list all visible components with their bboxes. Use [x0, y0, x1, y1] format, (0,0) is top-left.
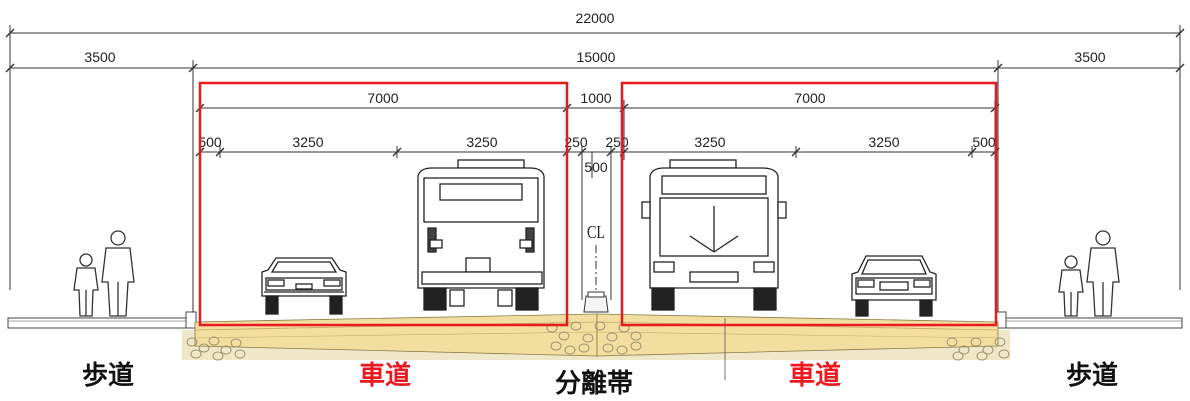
- label-median: 分離帯: [555, 368, 633, 399]
- dim-median-height: 500: [584, 159, 608, 175]
- pedestrians-right-icon: [1058, 230, 1120, 317]
- label-road-right: 車道: [789, 360, 841, 391]
- dim-carriageway: 15000: [577, 49, 616, 65]
- label-sidewalk-right: 歩道: [1066, 360, 1118, 391]
- dim-shoulder-right: 500: [972, 134, 996, 150]
- median-barrier: [583, 291, 609, 313]
- dim-median: 1000: [580, 90, 611, 106]
- pedestrians-left-icon: [73, 230, 135, 317]
- dim-lane-right-1: 3250: [694, 134, 725, 150]
- dim-road-right: 7000: [794, 90, 825, 106]
- bus-rear-left-icon: [417, 159, 545, 311]
- car-front-right-icon: [851, 255, 937, 317]
- label-road-left: 車道: [359, 360, 411, 391]
- car-rear-left-icon: [261, 257, 347, 315]
- centerline-symbol-text: CL: [587, 222, 605, 242]
- dim-lane-right-2: 3250: [868, 134, 899, 150]
- label-sidewalk-left: 歩道: [82, 360, 134, 391]
- dim-sidewalk-left: 3500: [84, 49, 115, 65]
- dimension-ticks: [5, 28, 1185, 157]
- dim-lane-left-1: 3250: [292, 134, 323, 150]
- centerline-symbol: CL: [587, 222, 605, 300]
- left-roadway-box: [198, 81, 569, 327]
- dim-sidewalk-right: 3500: [1074, 49, 1105, 65]
- dim-median-offset-right: 250: [605, 134, 629, 150]
- dim-road-left: 7000: [367, 90, 398, 106]
- dim-total: 22000: [576, 10, 615, 26]
- dim-lane-left-2: 3250: [466, 134, 497, 150]
- dim-median-offset-left: 250: [564, 134, 588, 150]
- right-roadway-box: [620, 81, 998, 327]
- bus-front-right-icon: [641, 159, 787, 311]
- dim-shoulder-left: 500: [198, 134, 222, 150]
